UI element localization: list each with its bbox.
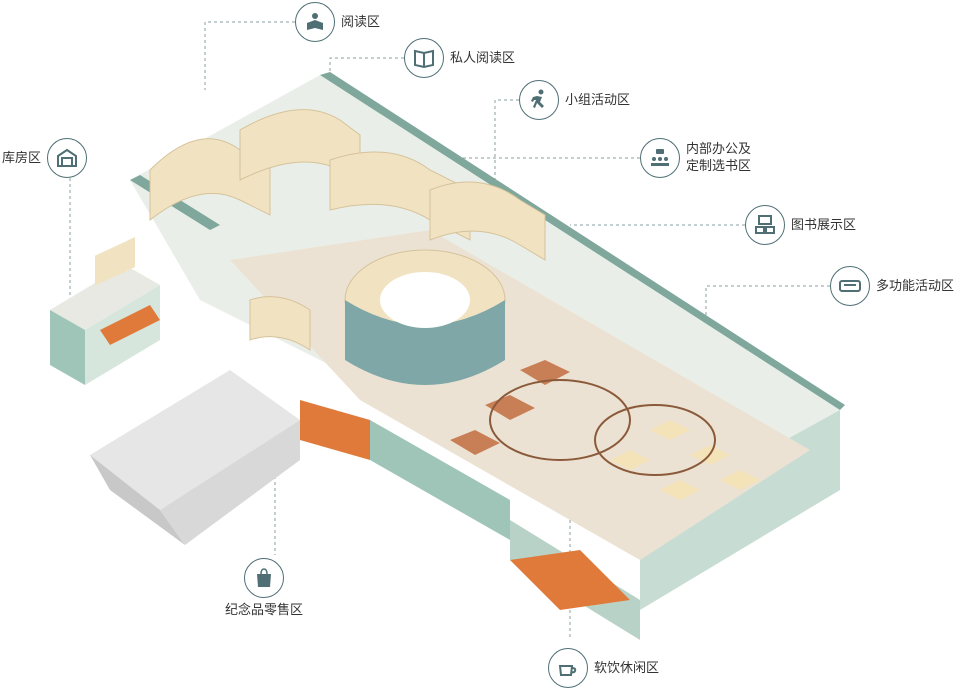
zone-label-storage: 库房区	[2, 150, 42, 166]
reading-icon	[295, 2, 335, 42]
book-icon	[404, 38, 444, 78]
display-shelf-icon	[745, 205, 785, 245]
zone-label-office-line2: 定制选书区	[686, 159, 752, 174]
callout-storage: 库房区	[2, 138, 88, 178]
zone-label-souvenir: 纪念品零售区	[225, 603, 304, 618]
zone-label-private-reading: 私人阅读区	[450, 50, 516, 66]
zone-label-office-line1: 内部办公及	[686, 142, 752, 157]
shopping-bag-icon	[244, 558, 284, 598]
reading-shelves	[149, 109, 546, 351]
callout-souvenir: 纪念品零售区	[225, 558, 303, 619]
callout-office: 内部办公及 定制选书区	[640, 138, 751, 178]
callout-private-reading: 私人阅读区	[404, 38, 515, 78]
callout-book-display: 图书展示区	[745, 205, 856, 245]
display-tables	[450, 360, 631, 461]
round-pavilion	[344, 249, 506, 385]
zone-label-multipurpose: 多功能活动区	[876, 278, 955, 294]
multipurpose-tables	[594, 404, 760, 500]
callout-group-activity: 小组活动区	[519, 80, 630, 120]
sofa-icon	[830, 266, 870, 306]
zone-label-reading: 阅读区	[341, 14, 381, 30]
callout-cafe: 软饮休闲区	[548, 648, 659, 688]
storage-room	[50, 237, 160, 385]
zone-label-group-activity: 小组活动区	[565, 92, 631, 108]
warehouse-icon	[47, 138, 88, 178]
entrance-stair	[90, 370, 300, 545]
zone-label-office: 内部办公及 定制选书区	[686, 141, 751, 175]
zone-label-book-display: 图书展示区	[791, 217, 857, 233]
souvenir-wall	[300, 400, 510, 540]
running-person-icon	[519, 80, 559, 120]
callout-reading: 阅读区	[295, 2, 380, 42]
callout-multipurpose: 多功能活动区	[830, 266, 954, 306]
cafe-counter	[510, 550, 630, 610]
coffee-cup-icon	[548, 648, 588, 688]
zone-label-cafe: 软饮休闲区	[594, 660, 660, 676]
meeting-icon	[640, 138, 680, 178]
